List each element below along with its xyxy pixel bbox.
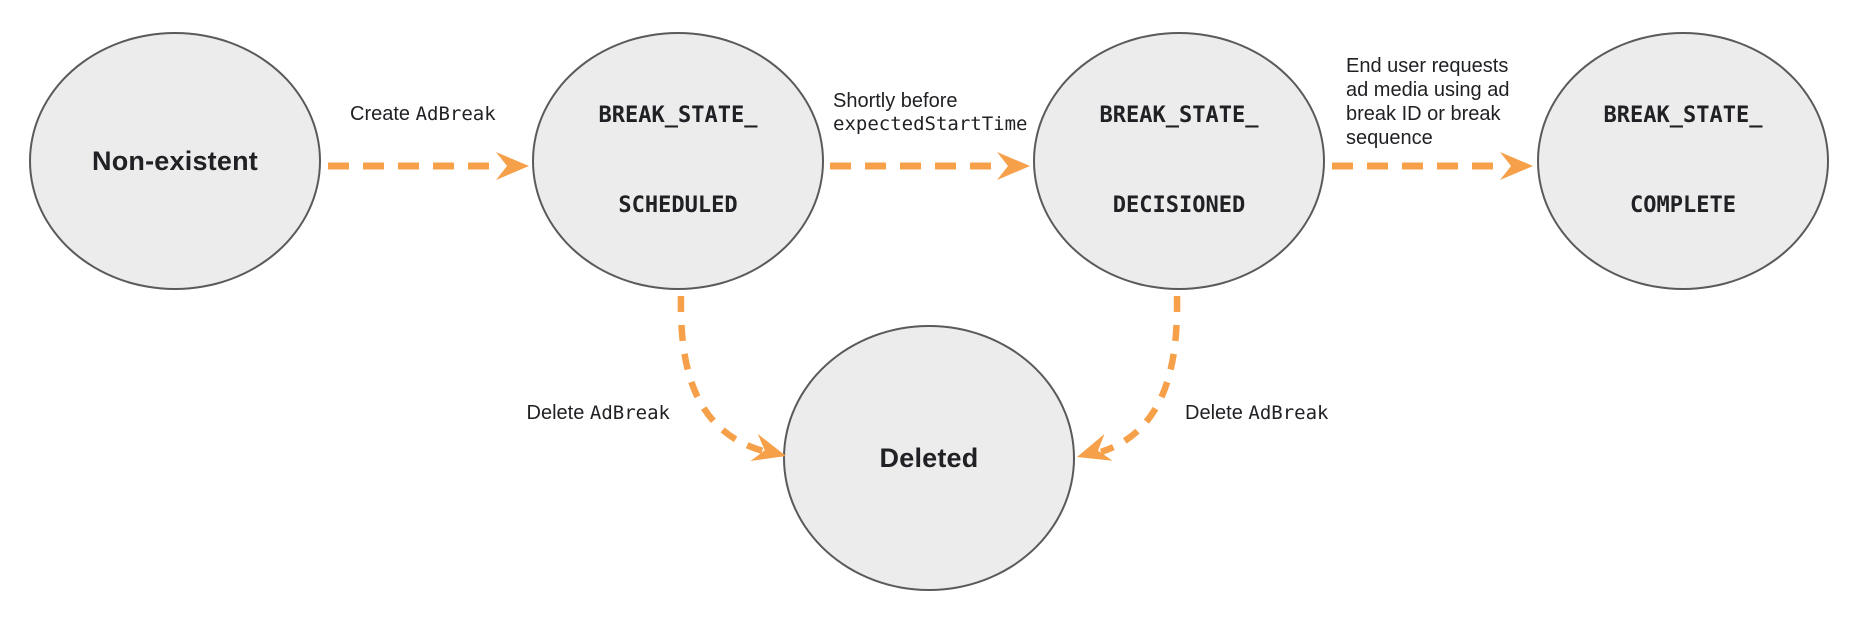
state-label-line2: COMPLETE (1630, 193, 1736, 218)
transition-complete-line1: End user requests (1346, 55, 1509, 77)
state-label-line1: BREAK_STATE_ (598, 103, 758, 128)
state-node-break-state-scheduled: BREAK_STATE_ SCHEDULED (532, 32, 824, 290)
state-node-deleted: Deleted (783, 325, 1075, 591)
transition-create-code: AdBreak (415, 103, 496, 125)
transition-label-create-adbreak: Create AdBreak (350, 103, 496, 126)
transition-label-delete-adbreak-right: Delete AdBreak (1185, 402, 1328, 425)
arrow-delete-adbreak-right-head-icon (1077, 433, 1113, 461)
transition-complete-line3: break ID or break (1346, 103, 1501, 125)
state-label-line1: BREAK_STATE_ (1099, 103, 1259, 128)
state-label-deleted: Deleted (879, 442, 979, 473)
transition-create-text: Create (350, 103, 416, 125)
state-label-line2: SCHEDULED (618, 193, 738, 218)
transition-complete-line4: sequence (1346, 127, 1433, 149)
state-node-break-state-decisioned: BREAK_STATE_ DECISIONED (1033, 32, 1325, 290)
transition-label-end-user-requests: End user requests ad media using ad brea… (1346, 54, 1509, 150)
state-label-break-state-complete: BREAK_STATE_ COMPLETE (1604, 41, 1763, 281)
transition-delete-right-text: Delete (1185, 402, 1249, 424)
state-label-break-state-scheduled: BREAK_STATE_ SCHEDULED (599, 41, 758, 281)
state-label-break-state-decisioned: BREAK_STATE_ DECISIONED (1100, 41, 1259, 281)
transition-decision-text: Shortly before (833, 90, 958, 112)
transition-delete-left-code: AdBreak (589, 402, 670, 424)
state-node-non-existent: Non-existent (29, 32, 321, 290)
state-node-break-state-complete: BREAK_STATE_ COMPLETE (1537, 32, 1829, 290)
arrow-delete-adbreak-left-curve (677, 295, 764, 455)
transition-delete-left-text: Delete (526, 402, 590, 424)
state-label-line2: DECISIONED (1112, 193, 1246, 218)
transition-decision-code: expectedStartTime (833, 113, 1028, 135)
arrow-create-adbreak-head-icon (496, 152, 529, 180)
arrow-end-user-requests-head-icon (1500, 152, 1533, 180)
transition-label-delete-adbreak-left: Delete AdBreak (527, 402, 670, 425)
arrow-delete-adbreak-right-curve (1099, 295, 1181, 456)
transition-delete-right-code: AdBreak (1248, 402, 1329, 424)
state-label-line1: BREAK_STATE_ (1603, 103, 1763, 128)
state-label-non-existent: Non-existent (92, 145, 258, 176)
transition-label-shortly-before: Shortly before expectedStartTime (833, 90, 1027, 136)
arrow-shortly-before-head-icon (997, 152, 1030, 180)
transition-complete-line2: ad media using ad (1346, 79, 1510, 101)
